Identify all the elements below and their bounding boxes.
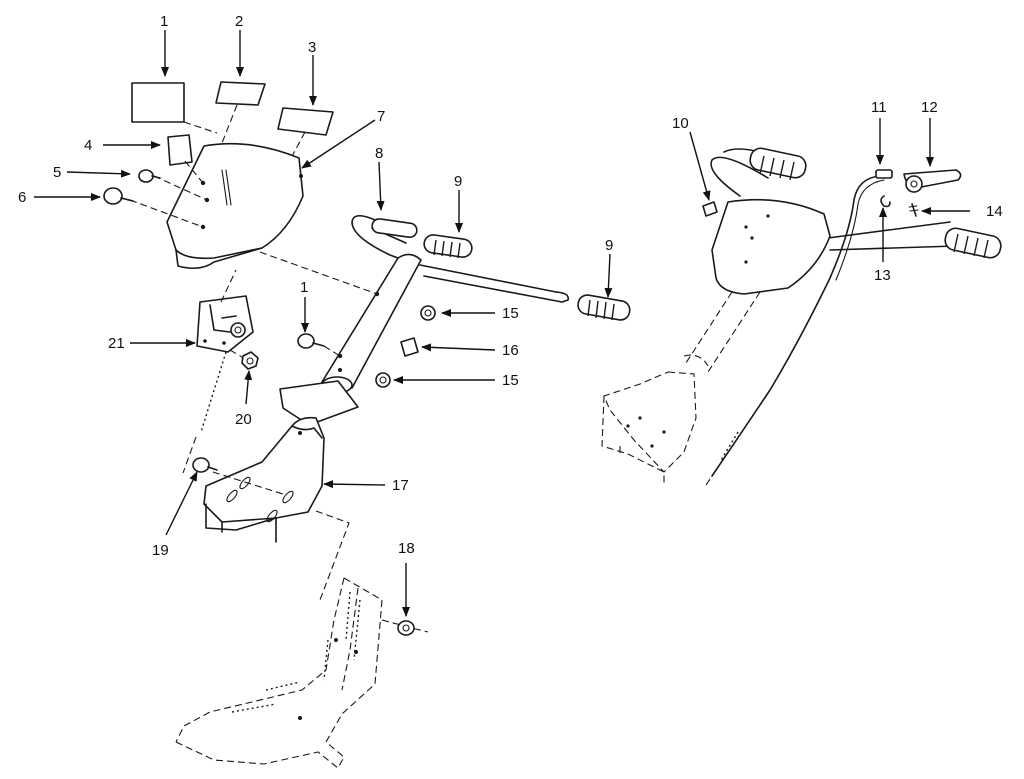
- callout-17: 17: [392, 477, 409, 494]
- console-panel: [166, 142, 304, 260]
- callout-20: 20: [235, 411, 252, 428]
- callout-1: 6: [18, 189, 26, 206]
- decal-6: [277, 107, 334, 136]
- decal-4: [131, 82, 185, 123]
- callout-4: 1: [160, 13, 168, 30]
- callout-15-lower: 15: [502, 372, 519, 389]
- callout-16: 16: [502, 342, 519, 359]
- screw-2: [138, 169, 161, 183]
- screw-14: [908, 203, 919, 217]
- bolt-1-mid: [297, 333, 325, 349]
- bolt-19: [192, 457, 218, 473]
- callout-18: 18: [398, 540, 415, 557]
- grip-9-lower: [577, 294, 631, 321]
- callout-12: 12: [921, 99, 938, 116]
- callout-13: 13: [874, 267, 891, 284]
- callout-15-upper: 15: [502, 305, 519, 322]
- nut-20: [241, 351, 259, 370]
- callout-5: 2: [235, 13, 243, 30]
- spacer-plate: [279, 380, 359, 426]
- bolt-1: [103, 187, 134, 205]
- callout-8: 8: [375, 145, 383, 162]
- decal-5: [215, 81, 266, 106]
- assembled-handlebar: [601, 147, 1002, 489]
- clip-16: [400, 337, 419, 357]
- nut-18: [397, 620, 415, 636]
- callout-1-mid: 1: [300, 279, 308, 296]
- control-lever-12: [903, 169, 962, 193]
- grip-9-upper: [423, 234, 473, 259]
- callout-9-lower: 9: [605, 237, 613, 254]
- spring-13: [880, 195, 891, 208]
- callout-9-upper: 9: [454, 173, 462, 190]
- callout-2: 5: [53, 164, 61, 181]
- bracket-21: [196, 295, 254, 353]
- grip-8: [371, 218, 418, 239]
- cable-end-11: [875, 169, 893, 179]
- callout-19: 19: [152, 542, 169, 559]
- lower-bracket-17: [203, 416, 325, 543]
- callout-6: 3: [308, 39, 316, 56]
- lower-frame: [175, 577, 383, 769]
- bushing-15-upper: [420, 305, 436, 321]
- callout-7: 7: [377, 108, 385, 125]
- callout-10: 10: [672, 115, 689, 132]
- callout-3: 4: [84, 137, 92, 154]
- bushing-15-lower: [375, 372, 391, 388]
- callout-21: 21: [108, 335, 125, 352]
- callout-11: 11: [871, 99, 887, 116]
- decal-3: [167, 134, 193, 166]
- callout-14: 14: [986, 203, 1003, 220]
